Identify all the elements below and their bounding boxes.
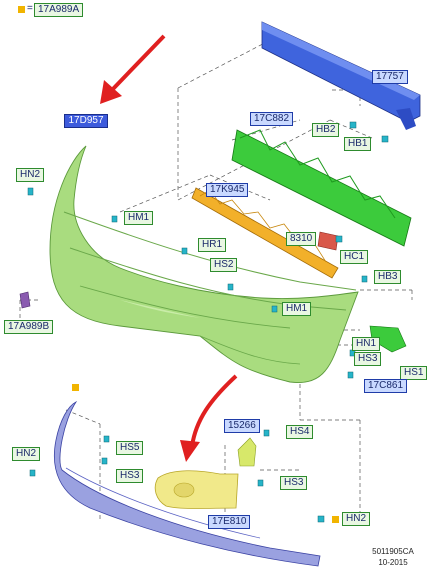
part-17A989B: [19, 291, 31, 309]
label-HS4: HS4: [286, 425, 314, 439]
figure-code: 5011905CA: [372, 547, 414, 556]
fog-lamp-bracket: [154, 470, 239, 509]
label-HB1: HB1: [344, 137, 372, 151]
label-HN1: HN1: [352, 337, 381, 351]
legend-square-icon: [18, 6, 25, 13]
part-8310: [317, 231, 339, 251]
square-marker-icon-bottom: [332, 516, 339, 523]
label-17C882: 17C882: [250, 112, 294, 126]
lower-lip: [53, 400, 321, 567]
label-HN2-left: HN2: [12, 447, 41, 461]
red-arrows: [100, 34, 238, 462]
label-HM1-top: HM1: [124, 211, 154, 225]
bumper-cover: [49, 145, 359, 384]
label-HB3: HB3: [374, 270, 402, 284]
label-HS1: HS1: [400, 366, 427, 380]
label-HN2-top: HN2: [16, 168, 45, 182]
label-HS2: HS2: [210, 258, 238, 272]
label-17757: 17757: [372, 70, 408, 84]
label-8310: 8310: [286, 232, 317, 246]
label-15266: 15266: [224, 419, 260, 433]
label-HS3-bottom: HS3: [280, 476, 308, 490]
fasteners: [27, 121, 389, 523]
label-HN2-bottom: HN2: [342, 512, 371, 526]
label-17D957: 17D957: [64, 114, 108, 128]
label-17A989B: 17A989B: [4, 320, 54, 334]
label-17E810: 17E810: [208, 515, 251, 529]
label-HS3-right: HS3: [354, 352, 382, 366]
energy-absorber: [231, 129, 412, 247]
label-HS3-left: HS3: [116, 469, 144, 483]
square-marker-icon: [72, 384, 79, 391]
label-HB2: HB2: [312, 123, 340, 137]
label-HR1: HR1: [198, 238, 227, 252]
label-HS5: HS5: [116, 441, 144, 455]
label-17A989A: 17A989A: [34, 3, 84, 17]
label-HC1: HC1: [340, 250, 369, 264]
legend-equals: =: [27, 3, 33, 14]
label-17K945: 17K945: [206, 183, 249, 197]
part-15266: [237, 437, 257, 467]
figure-date: 10-2015: [378, 558, 408, 567]
label-HM1-mid: HM1: [282, 302, 312, 316]
label-17C861: 17C861: [364, 379, 408, 393]
